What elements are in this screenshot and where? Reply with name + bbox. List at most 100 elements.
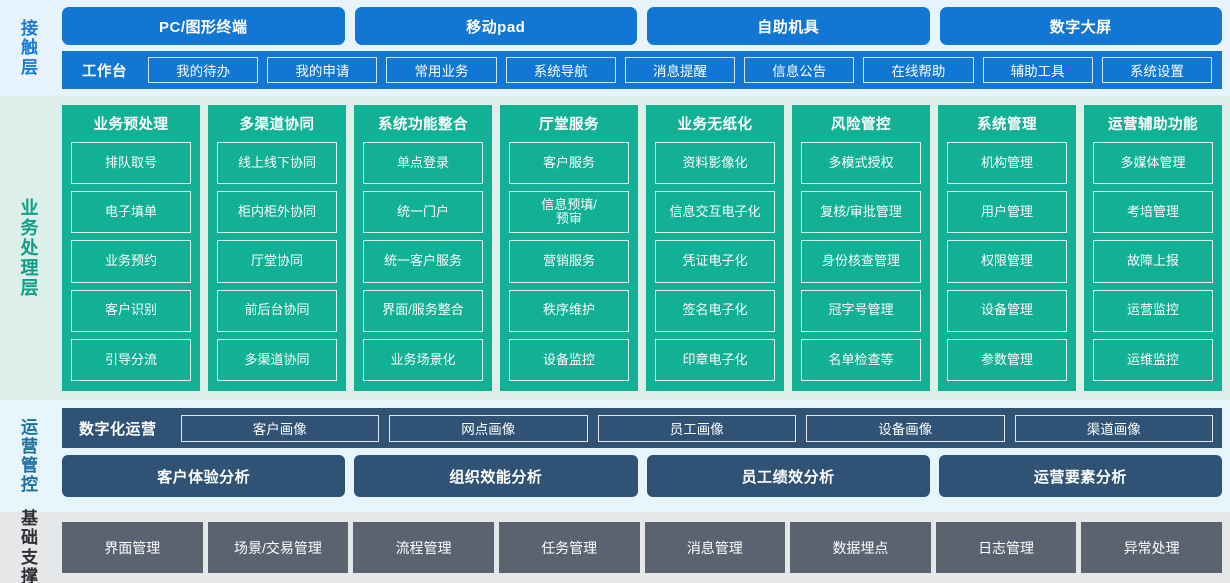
workbench-item-common-business[interactable]: 常用业务 (386, 57, 497, 83)
business-item[interactable]: 信息交互电子化 (655, 191, 775, 234)
business-column-title: 业务预处理 (93, 117, 169, 133)
business-item[interactable]: 凭证电子化 (655, 240, 775, 283)
workbench-item-system-settings[interactable]: 系统设置 (1101, 57, 1212, 83)
workbench-item-my-todo[interactable]: 我的待办 (148, 57, 259, 83)
business-column-paperless: 业务无纸化 资料影像化 信息交互电子化 凭证电子化 签名电子化 印章电子化 (646, 105, 784, 391)
business-column-risk-control: 风险管控 多模式授权 复核/审批管理 身份核查管理 冠字号管理 名单检查等 (792, 105, 930, 391)
operations-layer-section: 运营管控 数字化运营 客户画像 网点画像 员工画像 设备画像 渠道画像 客户体验… (0, 400, 1230, 512)
business-item[interactable]: 设备管理 (947, 289, 1067, 332)
business-column-title: 多渠道协同 (239, 117, 315, 133)
channel-card-self-service[interactable]: 自助机具 (647, 7, 930, 45)
business-item[interactable]: 前后台协同 (217, 289, 337, 332)
workbench-item-auxiliary-tools[interactable]: 辅助工具 (982, 57, 1093, 83)
workbench-item-online-help[interactable]: 在线帮助 (863, 57, 974, 83)
analysis-customer-experience[interactable]: 客户体验分析 (62, 455, 346, 497)
business-item[interactable]: 业务场景化 (363, 338, 483, 382)
base-item-message-management[interactable]: 消息管理 (644, 522, 786, 573)
business-item[interactable]: 信息预填/ 预审 (509, 191, 629, 234)
analysis-employee-performance[interactable]: 员工绩效分析 (646, 455, 930, 497)
business-item[interactable]: 客户识别 (71, 289, 191, 332)
business-item[interactable]: 柜内柜外协同 (217, 191, 337, 234)
business-column-title: 系统管理 (977, 117, 1037, 133)
channel-card-digital-screen[interactable]: 数字大屏 (939, 7, 1222, 45)
business-item[interactable]: 用户管理 (947, 191, 1067, 234)
business-layer-body: 业务预处理 排队取号 电子填单 业务预约 客户识别 引导分流 多渠道协同 线上线… (60, 96, 1230, 400)
business-item[interactable]: 引导分流 (71, 338, 191, 382)
base-layer-label: 基础支撑 (0, 509, 60, 583)
business-item[interactable]: 运维监控 (1093, 338, 1213, 382)
portrait-device[interactable]: 设备画像 (806, 414, 1005, 442)
business-column-system-management: 系统管理 机构管理 用户管理 权限管理 设备管理 参数管理 (938, 105, 1076, 391)
business-item[interactable]: 参数管理 (947, 338, 1067, 382)
channel-card-pc[interactable]: PC/图形终端 (62, 7, 345, 45)
base-item-task-management[interactable]: 任务管理 (498, 522, 640, 573)
analysis-organization-efficiency[interactable]: 组织效能分析 (354, 455, 638, 497)
business-item[interactable]: 冠字号管理 (801, 289, 921, 332)
workbench-row: 工作台 我的待办 我的申请 常用业务 系统导航 消息提醒 信息公告 在线帮助 辅… (62, 51, 1222, 89)
touch-layer-label-text: 接触层 (20, 19, 39, 77)
business-item[interactable]: 印章电子化 (655, 338, 775, 382)
business-column-operation-support: 运营辅助功能 多媒体管理 考培管理 故障上报 运营监控 运维监控 (1084, 105, 1222, 391)
business-item[interactable]: 厅堂协同 (217, 240, 337, 283)
portrait-customer[interactable]: 客户画像 (180, 414, 380, 442)
business-item[interactable]: 营销服务 (509, 240, 629, 283)
business-item[interactable]: 单点登录 (363, 142, 483, 185)
workbench-item-system-navigation[interactable]: 系统导航 (505, 57, 616, 83)
touch-layer-body: PC/图形终端 移动pad 自助机具 数字大屏 工作台 我的待办 我的申请 常用… (60, 0, 1230, 96)
business-item[interactable]: 统一客户服务 (363, 240, 483, 283)
business-item[interactable]: 运营监控 (1093, 289, 1213, 332)
business-item[interactable]: 设备监控 (509, 338, 629, 382)
business-item[interactable]: 权限管理 (947, 240, 1067, 283)
base-item-process-management[interactable]: 流程管理 (353, 522, 494, 573)
business-item[interactable]: 多渠道协同 (217, 338, 337, 382)
business-column-lobby-service: 厅堂服务 客户服务 信息预填/ 预审 营销服务 秩序维护 设备监控 (500, 105, 638, 391)
business-item[interactable]: 电子填单 (71, 191, 191, 234)
business-column-title: 运营辅助功能 (1108, 117, 1198, 133)
business-column-title: 厅堂服务 (539, 117, 599, 133)
base-layer-label-text: 基础支撑 (20, 509, 39, 583)
business-item[interactable]: 统一门户 (363, 191, 483, 234)
business-item[interactable]: 界面/服务整合 (363, 289, 483, 332)
portrait-employee[interactable]: 员工画像 (597, 414, 797, 442)
business-column-multichannel: 多渠道协同 线上线下协同 柜内柜外协同 厅堂协同 前后台协同 多渠道协同 (208, 105, 346, 391)
channel-card-mobile-pad[interactable]: 移动pad (354, 7, 637, 45)
analysis-operation-elements[interactable]: 运营要素分析 (938, 455, 1222, 497)
workbench-item-information-bulletin[interactable]: 信息公告 (744, 57, 855, 83)
digital-operations-title: 数字化运营 (79, 420, 157, 438)
business-item[interactable]: 复核/审批管理 (801, 191, 921, 234)
business-item[interactable]: 考培管理 (1093, 191, 1213, 234)
operations-layer-label: 运营管控 (0, 400, 60, 512)
portrait-branch[interactable]: 网点画像 (389, 414, 588, 442)
business-item[interactable]: 身份核查管理 (801, 240, 921, 283)
analysis-row: 客户体验分析 组织效能分析 员工绩效分析 运营要素分析 (62, 455, 1222, 497)
base-item-scenario-transaction-management[interactable]: 场景/交易管理 (207, 522, 349, 573)
business-item[interactable]: 业务预约 (71, 240, 191, 283)
workbench-title: 工作台 (82, 63, 127, 80)
digital-operations-row: 数字化运营 客户画像 网点画像 员工画像 设备画像 渠道画像 (62, 408, 1222, 448)
business-item[interactable]: 排队取号 (71, 142, 191, 185)
workbench-item-my-application[interactable]: 我的申请 (267, 57, 378, 83)
business-layer-label-text: 业务处理层 (20, 197, 40, 299)
channel-row: PC/图形终端 移动pad 自助机具 数字大屏 (62, 7, 1222, 45)
workbench-item-message-reminder[interactable]: 消息提醒 (624, 57, 736, 83)
base-item-exception-handling[interactable]: 异常处理 (1081, 522, 1222, 573)
business-item[interactable]: 秩序维护 (509, 289, 629, 332)
business-column-title: 风险管控 (831, 117, 891, 133)
business-item[interactable]: 名单检查等 (801, 338, 921, 382)
business-column-title: 系统功能整合 (378, 117, 468, 133)
operations-layer-body: 数字化运营 客户画像 网点画像 员工画像 设备画像 渠道画像 客户体验分析 组织… (60, 400, 1230, 512)
touch-layer-section: 接触层 PC/图形终端 移动pad 自助机具 数字大屏 工作台 我的待办 我的申… (0, 0, 1230, 96)
business-item[interactable]: 多媒体管理 (1093, 142, 1213, 185)
business-item[interactable]: 资料影像化 (655, 142, 775, 185)
business-item[interactable]: 客户服务 (509, 142, 629, 185)
business-item[interactable]: 多模式授权 (801, 142, 921, 185)
business-column-title: 业务无纸化 (677, 117, 753, 133)
base-item-log-management[interactable]: 日志管理 (935, 522, 1077, 573)
business-item[interactable]: 故障上报 (1093, 240, 1213, 283)
portrait-channel[interactable]: 渠道画像 (1014, 414, 1214, 442)
business-item[interactable]: 签名电子化 (655, 289, 775, 332)
base-item-data-tracking[interactable]: 数据埋点 (790, 522, 931, 573)
base-item-ui-management[interactable]: 界面管理 (62, 522, 203, 573)
business-item[interactable]: 线上线下协同 (217, 142, 337, 185)
business-item[interactable]: 机构管理 (947, 142, 1067, 185)
